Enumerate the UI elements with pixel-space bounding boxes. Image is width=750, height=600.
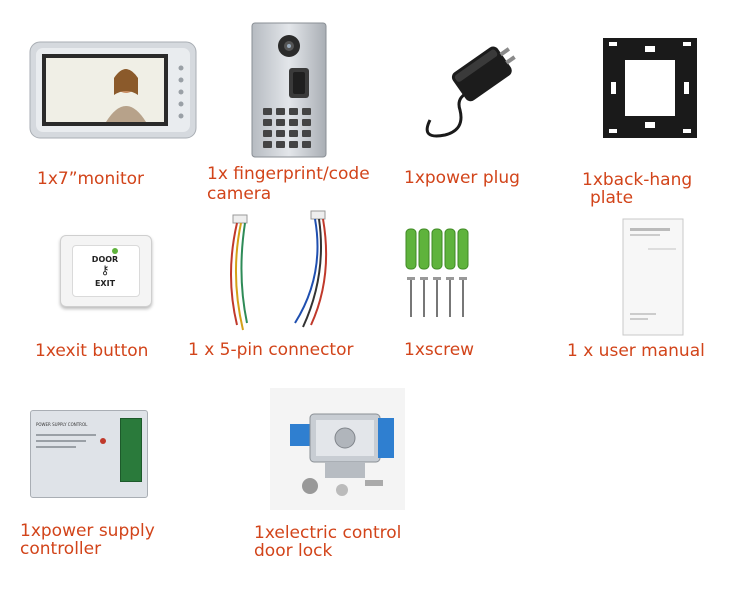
power-adapter-icon	[420, 35, 530, 145]
exit-button-label: 1xexit button	[35, 341, 149, 361]
power-supply-title: POWER SUPPLY CONTROL	[36, 422, 88, 427]
power-supply-label-line2: controller	[20, 539, 102, 559]
electric-lock-icon	[270, 388, 405, 510]
power-supply-icon: POWER SUPPLY CONTROL	[30, 410, 148, 498]
screw-set-icon	[400, 225, 480, 325]
exit-button-door-text: DOOR	[91, 255, 119, 264]
power-supply-label-line1: 1xpower supply	[20, 521, 155, 541]
door-lock-label-line2: door lock	[254, 541, 333, 561]
mounting-plate-icon	[595, 32, 705, 144]
back-hang-plate-label-line2: plate	[590, 188, 634, 208]
camera-label-line2: camera	[207, 184, 272, 204]
manual-icon	[622, 218, 684, 336]
monitor-icon	[28, 40, 198, 140]
door-camera-icon	[251, 22, 327, 158]
exit-button-exit-text: EXIT	[94, 279, 116, 288]
wire-connector-icon	[215, 205, 355, 340]
door-lock-label-line1: 1xelectric control	[254, 523, 402, 543]
exit-button-icon: DOOR ⚷ EXIT	[60, 235, 152, 307]
power-plug-label: 1xpower plug	[404, 168, 520, 188]
camera-label-line1: 1x fingerprint/code	[207, 164, 370, 184]
back-hang-plate-label-line1: 1xback-hang	[582, 170, 693, 190]
monitor-label: 1x7”monitor	[37, 169, 145, 189]
connector-label: 1 x 5-pin connector	[188, 340, 354, 360]
key-icon: ⚷	[100, 263, 110, 277]
screw-label: 1xscrew	[404, 340, 475, 360]
user-manual-label: 1 x user manual	[567, 341, 705, 361]
